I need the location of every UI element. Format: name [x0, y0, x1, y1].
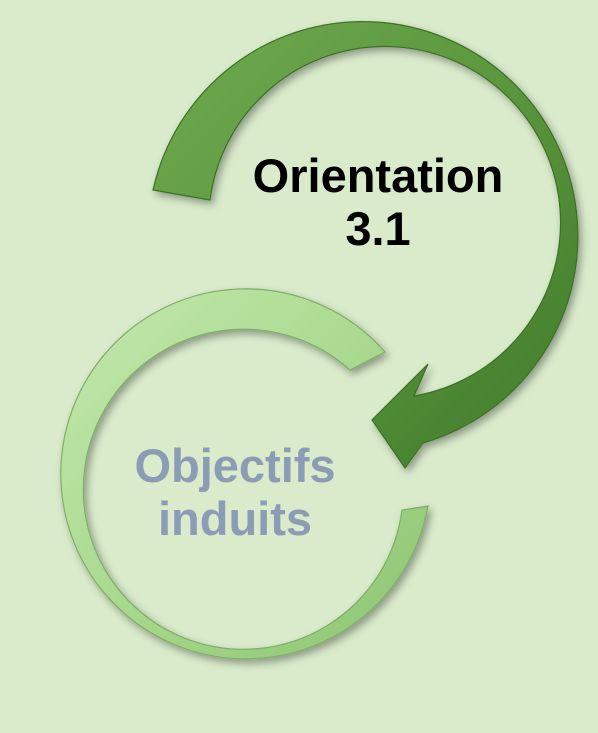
bottom-cycle-ring — [60, 288, 429, 660]
bottom-cycle-label: Objectifs induits — [90, 439, 380, 545]
top-cycle-arrow — [152, 20, 579, 470]
top-cycle-label: Orientation 3.1 — [208, 149, 548, 255]
top-cycle-label-line1: Orientation — [252, 149, 504, 202]
bottom-cycle-label-line2: induits — [157, 491, 313, 545]
bottom-cycle-label-line1: Objectifs — [134, 439, 336, 492]
top-cycle-label-line2: 3.1 — [345, 201, 411, 255]
